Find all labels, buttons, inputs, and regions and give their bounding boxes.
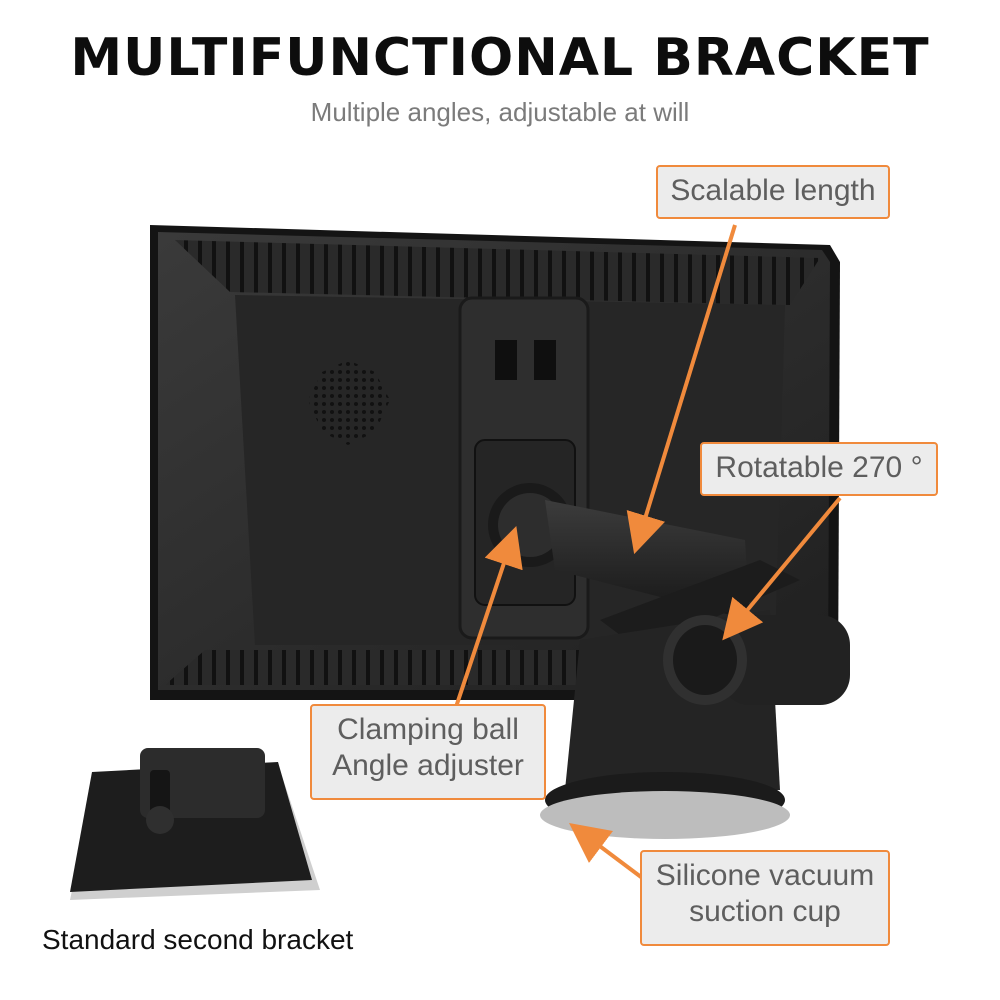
callout-clamping-line1: Clamping ball xyxy=(337,713,519,746)
second-bracket xyxy=(70,748,320,900)
second-bracket-caption: Standard second bracket xyxy=(42,924,354,955)
callout-suction-cup: Silicone vacuum suction cup xyxy=(640,850,890,946)
callout-scalable-length-text: Scalable length xyxy=(670,174,876,207)
callout-suction-line1: Silicone vacuum xyxy=(655,859,875,892)
callout-suction-line2: suction cup xyxy=(689,895,841,928)
callout-clamping-line2: Angle adjuster xyxy=(332,749,524,782)
callout-scalable-length: Scalable length xyxy=(656,165,890,219)
callout-rotatable: Rotatable 270 ° xyxy=(700,442,938,496)
page-title: MULTIFUNCTIONAL BRACKET xyxy=(70,28,930,88)
page-subtitle: Multiple angles, adjustable at will xyxy=(310,97,690,127)
callout-clamping-ball: Clamping ball Angle adjuster xyxy=(310,704,546,800)
bracket-arm xyxy=(488,483,850,839)
callout-arrows xyxy=(453,224,842,882)
callout-rotatable-text: Rotatable 270 ° xyxy=(715,451,923,484)
